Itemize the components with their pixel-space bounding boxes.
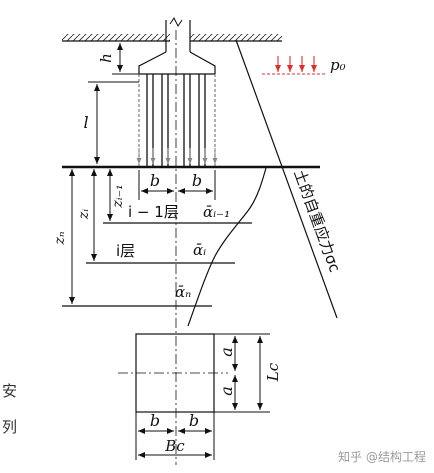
ground-surface (62, 34, 282, 42)
edge-text-2: 列 (2, 418, 18, 436)
watermark: 知乎 @结构工程 (338, 450, 426, 464)
h-label: h (97, 53, 115, 63)
surface-load-p0 (262, 56, 325, 75)
b-label-left-bottom: b (150, 411, 160, 430)
self-weight-stress-label: 土的自重应力σc (290, 167, 344, 274)
Bc-label: Bc (164, 437, 185, 455)
edge-text-1: 安 (2, 382, 18, 400)
a-label-lower: a (217, 386, 236, 396)
p0-label: p₀ (330, 56, 346, 74)
layer-i-label: i层 (116, 242, 135, 260)
column (165, 17, 191, 52)
l-dimension (88, 81, 139, 164)
alpha-n-label: ᾱₙ (175, 283, 191, 301)
a-dimensions (214, 333, 270, 413)
layer-i-minus-1-label: i − 1层 (128, 203, 179, 221)
zn-label: zₙ (52, 231, 68, 245)
h-dimension (112, 40, 139, 75)
b-label-left-top: b (150, 171, 160, 190)
alpha-i-label: ᾱᵢ (193, 241, 206, 259)
b-dimension-bottom (135, 412, 215, 460)
b-label-right-bottom: b (189, 411, 199, 430)
alpha-i-minus-1-label: ᾱᵢ₋₁ (203, 203, 230, 221)
pile-cap (138, 51, 216, 75)
additional-stress-curve (187, 167, 267, 327)
b-dimension-top (138, 170, 216, 200)
a-label-upper: a (217, 347, 236, 357)
z-dimensions (69, 169, 113, 304)
l-label: l (83, 113, 88, 132)
pile-tip-load-arrows (136, 148, 218, 164)
zi-label: zᵢ (76, 209, 92, 220)
self-weight-stress-line (235, 39, 338, 319)
pile-group (138, 74, 216, 166)
zi-minus-1-label: zᵢ₋₁ (110, 184, 126, 208)
Lc-label: Lc (264, 362, 282, 382)
b-label-right-top: b (192, 171, 202, 190)
